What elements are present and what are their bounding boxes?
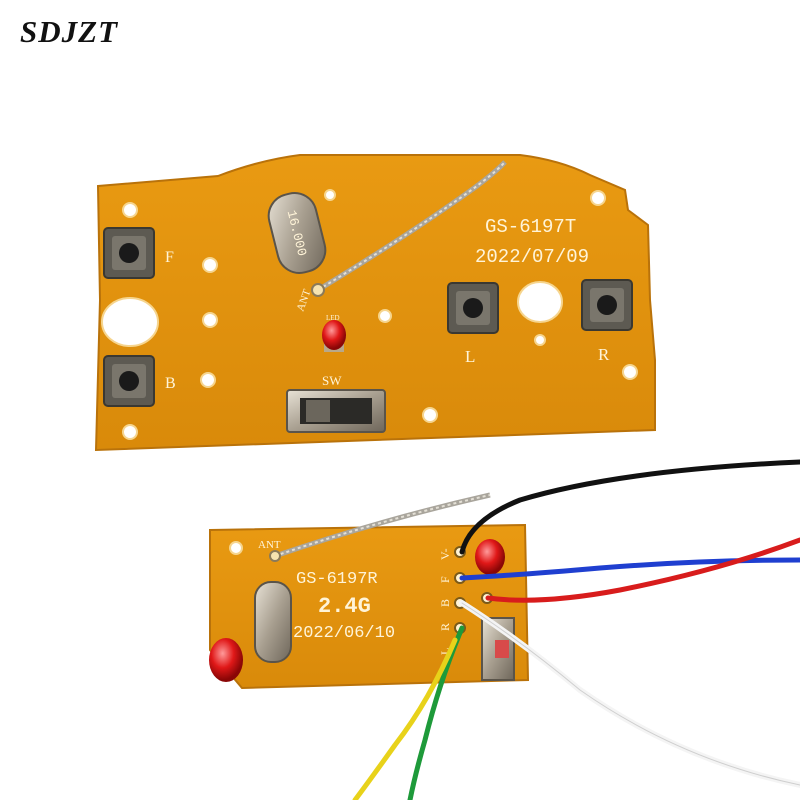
button-r (581, 279, 633, 331)
pin-label-r: R (438, 623, 452, 631)
pin-label-f: F (438, 576, 452, 583)
receiver-wires (352, 459, 800, 800)
transmitter-board: 16.000 GS-6197T 2022/07/09 F B L R SW AN… (94, 154, 656, 452)
wire-green (407, 625, 465, 800)
transmitter-pcb (94, 154, 656, 452)
wire-red (485, 537, 800, 603)
label-l: L (465, 347, 475, 366)
label-f: F (165, 249, 174, 266)
label-ant-receiver: ANT (258, 539, 281, 551)
receiver-antenna (274, 492, 491, 559)
button-f (103, 227, 155, 279)
button-b (103, 355, 155, 407)
label-led: LED (326, 314, 340, 322)
transmitter-crystal: 16.000 (267, 192, 327, 274)
receiver-led-right (475, 539, 505, 575)
transmitter-holes (101, 189, 638, 440)
pin-label-b: B (438, 599, 452, 607)
transmitter-model: GS-6197T (485, 216, 576, 238)
label-sw: SW (322, 373, 342, 388)
transmitter-date: 2022/07/09 (475, 246, 589, 268)
receiver-board: GS-6197R 2.4G 2022/06/10 ANT V- F B R L (209, 492, 530, 690)
power-switch (286, 389, 386, 433)
wire-yellow (352, 637, 458, 800)
label-b: B (165, 375, 176, 392)
brand-logo: SDJZT (20, 14, 118, 49)
receiver-model: GS-6197R (296, 570, 378, 589)
transmitter-led (322, 320, 346, 352)
button-l (447, 282, 499, 334)
label-r: R (598, 345, 610, 364)
pin-label-l: L (438, 648, 452, 655)
receiver-led-left (209, 638, 243, 682)
wire-black (459, 459, 800, 555)
receiver-crystal (254, 581, 292, 663)
receiver-date: 2022/06/10 (293, 624, 395, 643)
pin-label-v: V- (438, 548, 452, 560)
receiver-band: 2.4G (318, 594, 371, 619)
